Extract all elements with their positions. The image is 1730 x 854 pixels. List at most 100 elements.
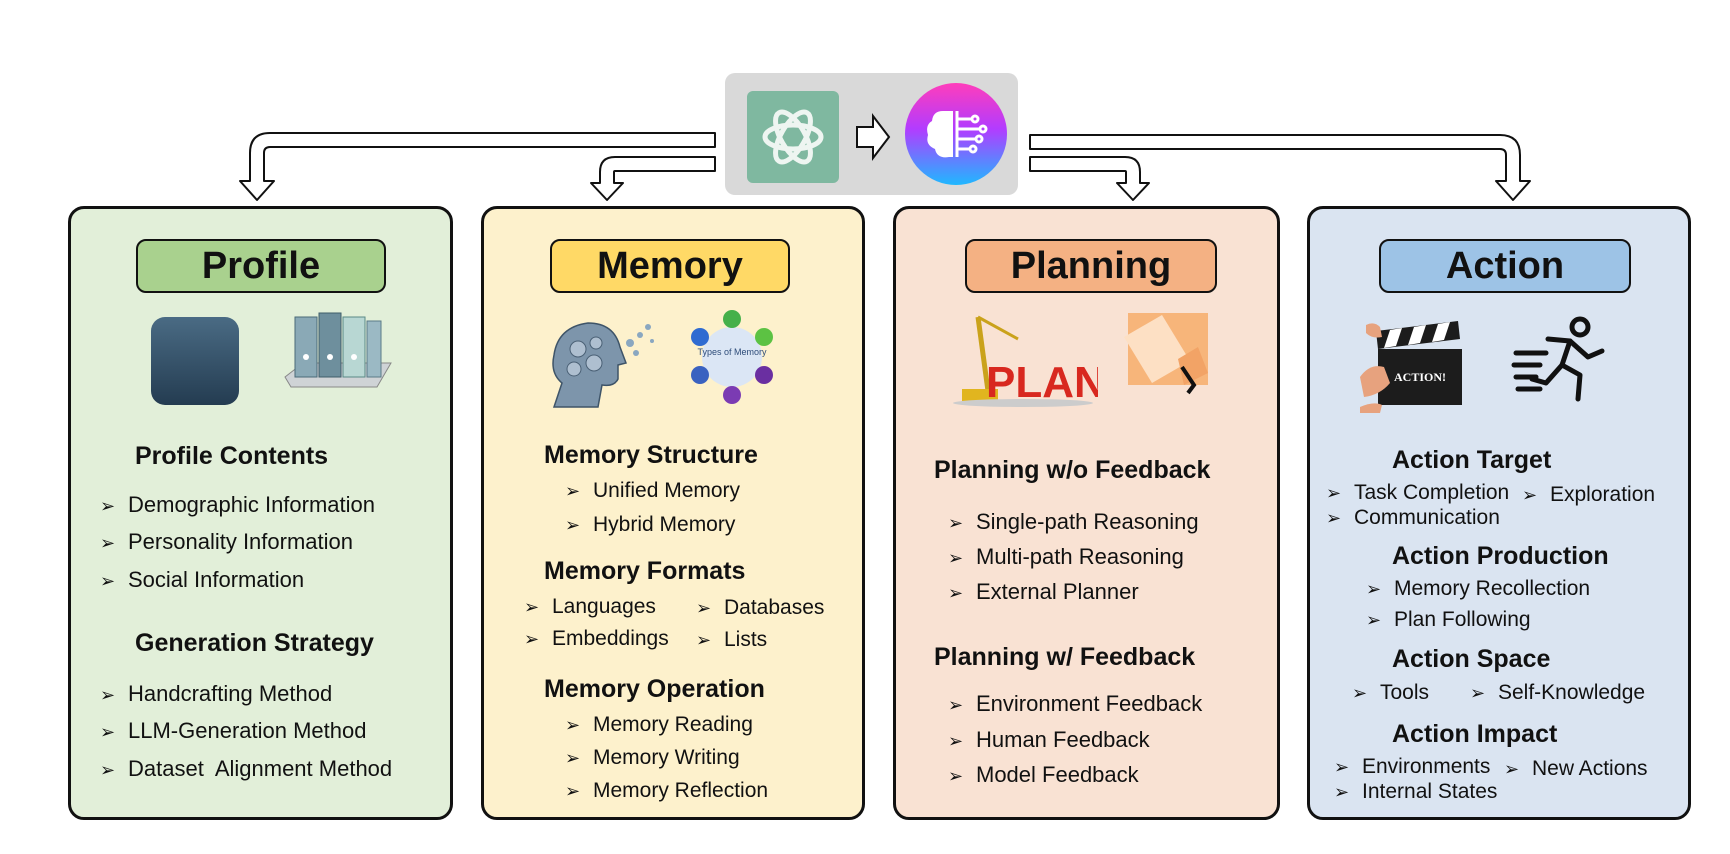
list-item: ➢Lists: [696, 628, 768, 651]
list-item: ➢Model Feedback: [948, 762, 1139, 787]
planning-w-feedback-heading: Planning w/ Feedback: [934, 643, 1196, 671]
bullet-icon: ➢: [100, 685, 116, 705]
list-item: ➢Databases: [696, 596, 825, 619]
list-item: ➢Single-path Reasoning: [948, 509, 1199, 534]
bullet-icon: ➢: [1352, 683, 1368, 703]
list-item: ➢Communication: [1326, 506, 1500, 529]
clapperboard-icon: ACTION!: [1360, 321, 1462, 413]
arrow-to-profile: [239, 132, 716, 201]
bullet-icon: ➢: [948, 548, 964, 568]
svg-text:Types of Memory: Types of Memory: [697, 347, 767, 357]
memory-panel: Memory Types of Memory Memory Structure …: [481, 206, 865, 820]
list-item: ➢Unified Memory: [565, 479, 741, 502]
bullet-icon: ➢: [1366, 579, 1382, 599]
bullet-icon: ➢: [524, 629, 540, 649]
bullet-icon: ➢: [696, 630, 712, 650]
bullet-icon: ➢: [1326, 483, 1342, 503]
connector-arrows: [239, 132, 1531, 201]
bullet-icon: ➢: [100, 496, 116, 516]
bullet-icon: ➢: [1334, 757, 1350, 777]
bullet-icon: ➢: [1366, 610, 1382, 630]
bullet-icon: ➢: [1504, 759, 1520, 779]
memory-title: Memory: [550, 239, 790, 293]
memory-formats-heading: Memory Formats: [544, 557, 746, 585]
profile-panel: Profile Profile Contents ➢Demographic In…: [68, 206, 453, 820]
list-item: ➢New Actions: [1504, 757, 1648, 780]
bullet-icon: ➢: [565, 781, 581, 801]
action-panel: Action ACTION! Action Target ➢Task Compl…: [1307, 206, 1691, 820]
list-item: ➢Memory Reading: [565, 713, 753, 736]
list-item: ➢Human Feedback: [948, 727, 1150, 752]
binders-laptop-icon: [284, 312, 392, 388]
bullet-icon: ➢: [1334, 782, 1350, 802]
bullet-icon: ➢: [1470, 683, 1486, 703]
bullet-icon: ➢: [948, 513, 964, 533]
memory-structure-heading: Memory Structure: [544, 441, 758, 469]
list-item: ➢LLM-Generation Method: [100, 718, 367, 743]
bullet-icon: ➢: [565, 481, 581, 501]
ai-brain-icon: [905, 83, 1007, 185]
planning-panel: Planning PLAN Planning w/o Feedback ➢Sin…: [893, 206, 1280, 820]
list-item: ➢Handcrafting Method: [100, 681, 333, 706]
list-item: ➢Plan Following: [1366, 608, 1531, 631]
llm-to-agent-header: [725, 73, 1018, 195]
bullet-icon: ➢: [100, 533, 116, 553]
list-item: ➢Environment Feedback: [948, 691, 1203, 716]
bullet-icon: ➢: [100, 722, 116, 742]
list-item: ➢Memory Reflection: [565, 779, 769, 802]
running-man-icon: [1511, 316, 1605, 402]
action-impact-heading: Action Impact: [1392, 720, 1558, 748]
list-item: ➢Languages: [524, 595, 656, 618]
planning-title: Planning: [965, 239, 1217, 293]
list-item: ➢Internal States: [1334, 780, 1498, 803]
bullet-icon: ➢: [948, 731, 964, 751]
list-item: ➢Hybrid Memory: [565, 513, 736, 536]
generation-strategy-heading: Generation Strategy: [135, 629, 374, 657]
arrow-to-planning: [1029, 156, 1150, 201]
action-space-heading: Action Space: [1392, 645, 1551, 673]
list-item: ➢Multi-path Reasoning: [948, 544, 1184, 569]
arrow-right-icon: [856, 113, 891, 161]
arrow-to-memory: [590, 156, 716, 201]
bullet-icon: ➢: [948, 766, 964, 786]
bullet-icon: ➢: [565, 715, 581, 735]
list-item: ➢Tools: [1352, 681, 1430, 704]
list-item: ➢Dataset Alignment Method: [100, 756, 393, 781]
planning-paper-icon: [1124, 313, 1208, 395]
list-item: ➢Personality Information: [100, 529, 353, 554]
list-item: ➢Social Information: [100, 567, 305, 592]
list-item: ➢Embeddings: [524, 627, 669, 650]
planning-wo-feedback-heading: Planning w/o Feedback: [934, 456, 1211, 484]
thinking-head-icon: [552, 322, 654, 408]
memory-types-icon: Types of Memory: [691, 310, 773, 404]
bullet-icon: ➢: [100, 760, 116, 780]
profile-avatar-icon: [151, 317, 239, 405]
svg-text:PLAN: PLAN: [986, 358, 1098, 407]
bullet-icon: ➢: [565, 748, 581, 768]
bullet-icon: ➢: [948, 695, 964, 715]
bullet-icon: ➢: [1326, 508, 1342, 528]
bullet-icon: ➢: [696, 598, 712, 618]
bullet-icon: ➢: [524, 597, 540, 617]
plan-crane-icon: PLAN: [953, 315, 1098, 407]
action-title: Action: [1379, 239, 1631, 293]
list-item: ➢Memory Writing: [565, 746, 740, 769]
list-item: ➢Environments: [1334, 755, 1491, 778]
list-item: ➢Demographic Information: [100, 492, 376, 517]
profile-contents-heading: Profile Contents: [135, 442, 329, 470]
bullet-icon: ➢: [565, 515, 581, 535]
svg-text:ACTION!: ACTION!: [1394, 370, 1446, 384]
bullet-icon: ➢: [100, 571, 116, 591]
bullet-icon: ➢: [948, 583, 964, 603]
bullet-icon: ➢: [1522, 485, 1538, 505]
profile-title: Profile: [136, 239, 386, 293]
list-item: ➢External Planner: [948, 579, 1139, 604]
arrow-to-action: [1029, 134, 1531, 201]
list-item: ➢Task Completion: [1326, 481, 1510, 504]
memory-operation-heading: Memory Operation: [544, 675, 765, 703]
action-target-heading: Action Target: [1392, 446, 1552, 474]
openai-logo-icon: [747, 91, 839, 183]
action-production-heading: Action Production: [1392, 542, 1609, 570]
list-item: ➢Memory Recollection: [1366, 577, 1591, 600]
list-item: ➢Self-Knowledge: [1470, 681, 1646, 704]
